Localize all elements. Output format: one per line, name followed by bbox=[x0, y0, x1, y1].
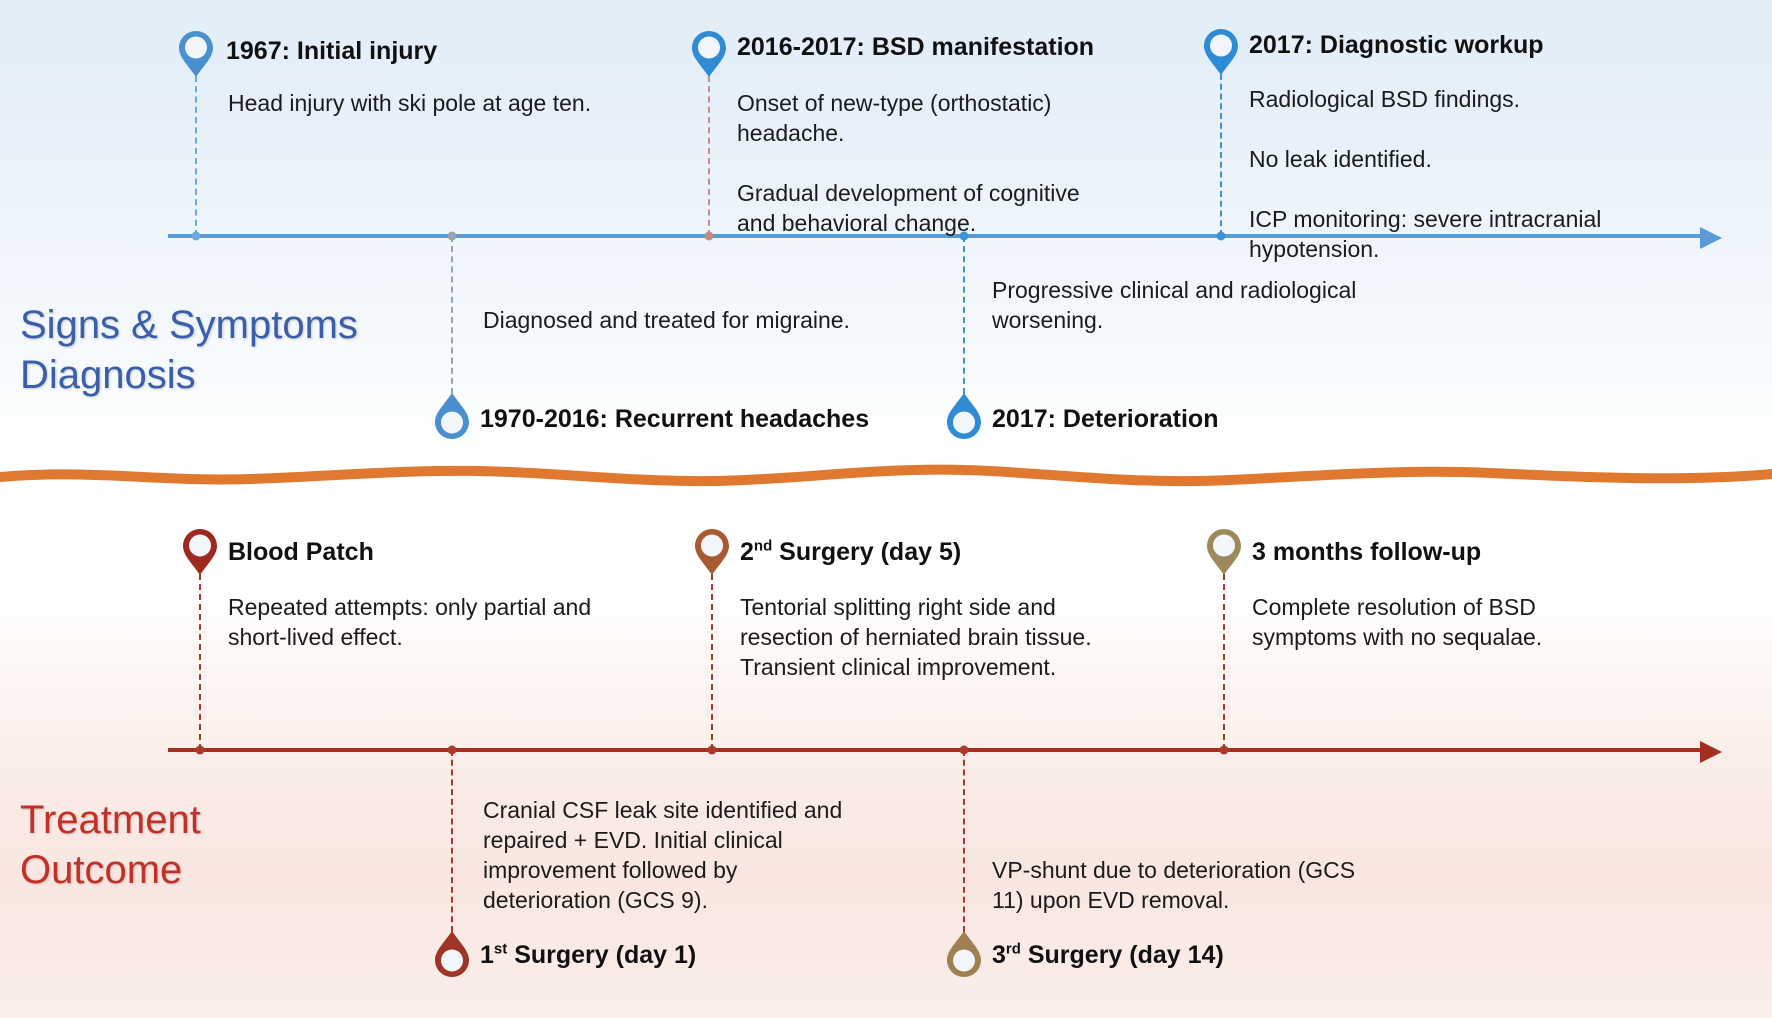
axis-node-bottom-above-0 bbox=[195, 745, 205, 755]
connector-bottom-above-2 bbox=[1223, 574, 1225, 750]
pin-marker-top-below-1[interactable] bbox=[946, 392, 982, 440]
treatment-outcome-panel bbox=[0, 470, 1772, 1018]
event-body-bottom-above-1: Tentorial splitting right side and resec… bbox=[740, 594, 1092, 680]
axis-node-bottom-above-2 bbox=[1219, 745, 1229, 755]
event-body-top-above-0: Head injury with ski pole at age ten. bbox=[228, 90, 592, 116]
connector-bottom-below-1 bbox=[963, 750, 965, 932]
event-body-top-below-0: Diagnosed and treated for migraine. bbox=[483, 307, 850, 333]
event-title-top-below-0: 1970-2016: Recurrent headaches bbox=[480, 405, 870, 433]
pin-marker-bottom-above-0[interactable] bbox=[182, 528, 218, 576]
event-body-bottom-below-1: VP-shunt due to deterioration (GCS 11) u… bbox=[992, 857, 1356, 913]
event-title-bottom-below-1: 3rd Surgery (day 14) bbox=[992, 940, 1224, 969]
connector-bottom-above-1 bbox=[711, 574, 713, 750]
axis-node-top-below-0 bbox=[447, 231, 457, 241]
pin-marker-bottom-below-1[interactable] bbox=[946, 930, 982, 978]
axis-node-top-above-1 bbox=[704, 231, 714, 241]
event-body-top-below-1: Progressive clinical and radiological wo… bbox=[992, 277, 1357, 333]
pin-marker-top-above-1[interactable] bbox=[691, 30, 727, 78]
event-body-bottom-above-2: Complete resolution of BSD symptoms with… bbox=[1252, 594, 1543, 650]
connector-bottom-above-0 bbox=[199, 574, 201, 750]
connector-top-below-0 bbox=[451, 236, 453, 394]
event-title-bottom-above-0: Blood Patch bbox=[228, 538, 374, 566]
event-body-top-above-1: Onset of new-type (orthostatic) headache… bbox=[737, 90, 1080, 236]
pin-marker-bottom-below-0[interactable] bbox=[434, 930, 470, 978]
event-body-bottom-below-0: Cranial CSF leak site identified and rep… bbox=[483, 797, 843, 913]
axis-node-bottom-above-1 bbox=[707, 745, 717, 755]
pin-marker-bottom-above-1[interactable] bbox=[694, 528, 730, 576]
top-timeline-axis bbox=[168, 234, 1700, 238]
pin-marker-top-above-2[interactable] bbox=[1203, 28, 1239, 76]
axis-node-top-above-0 bbox=[191, 231, 201, 241]
connector-top-above-2 bbox=[1220, 74, 1222, 236]
section-caption-signs-symptoms: Signs & Symptoms Diagnosis bbox=[20, 303, 358, 397]
connector-top-above-0 bbox=[195, 76, 197, 236]
axis-node-bottom-below-1 bbox=[959, 745, 969, 755]
connector-top-below-1 bbox=[963, 236, 965, 394]
connector-bottom-below-0 bbox=[451, 750, 453, 932]
connector-top-above-1 bbox=[708, 76, 710, 236]
section-caption-treatment-outcome: Treatment Outcome bbox=[20, 798, 201, 892]
event-title-top-above-0: 1967: Initial injury bbox=[226, 37, 438, 65]
event-body-top-above-2: Radiological BSD findings. No leak ident… bbox=[1249, 86, 1602, 262]
event-title-top-below-1: 2017: Deterioration bbox=[992, 405, 1219, 433]
event-title-bottom-above-2: 3 months follow-up bbox=[1252, 538, 1482, 566]
event-title-bottom-above-1: 2nd Surgery (day 5) bbox=[740, 537, 962, 566]
event-title-bottom-below-0: 1st Surgery (day 1) bbox=[480, 940, 697, 969]
event-title-top-above-1: 2016-2017: BSD manifestation bbox=[737, 33, 1095, 61]
top-timeline-arrowhead bbox=[1700, 227, 1722, 249]
event-title-top-above-2: 2017: Diagnostic workup bbox=[1249, 31, 1544, 59]
pin-marker-top-below-0[interactable] bbox=[434, 392, 470, 440]
pin-marker-bottom-above-2[interactable] bbox=[1206, 528, 1242, 576]
bottom-timeline-axis bbox=[168, 748, 1700, 752]
axis-node-top-above-2 bbox=[1216, 231, 1226, 241]
axis-node-bottom-below-0 bbox=[447, 745, 457, 755]
event-body-bottom-above-0: Repeated attempts: only partial and shor… bbox=[228, 594, 592, 650]
bottom-timeline-arrowhead bbox=[1700, 741, 1722, 763]
axis-node-top-below-1 bbox=[959, 231, 969, 241]
pin-marker-top-above-0[interactable] bbox=[178, 30, 214, 78]
wavy-divider-icon bbox=[0, 464, 1772, 487]
